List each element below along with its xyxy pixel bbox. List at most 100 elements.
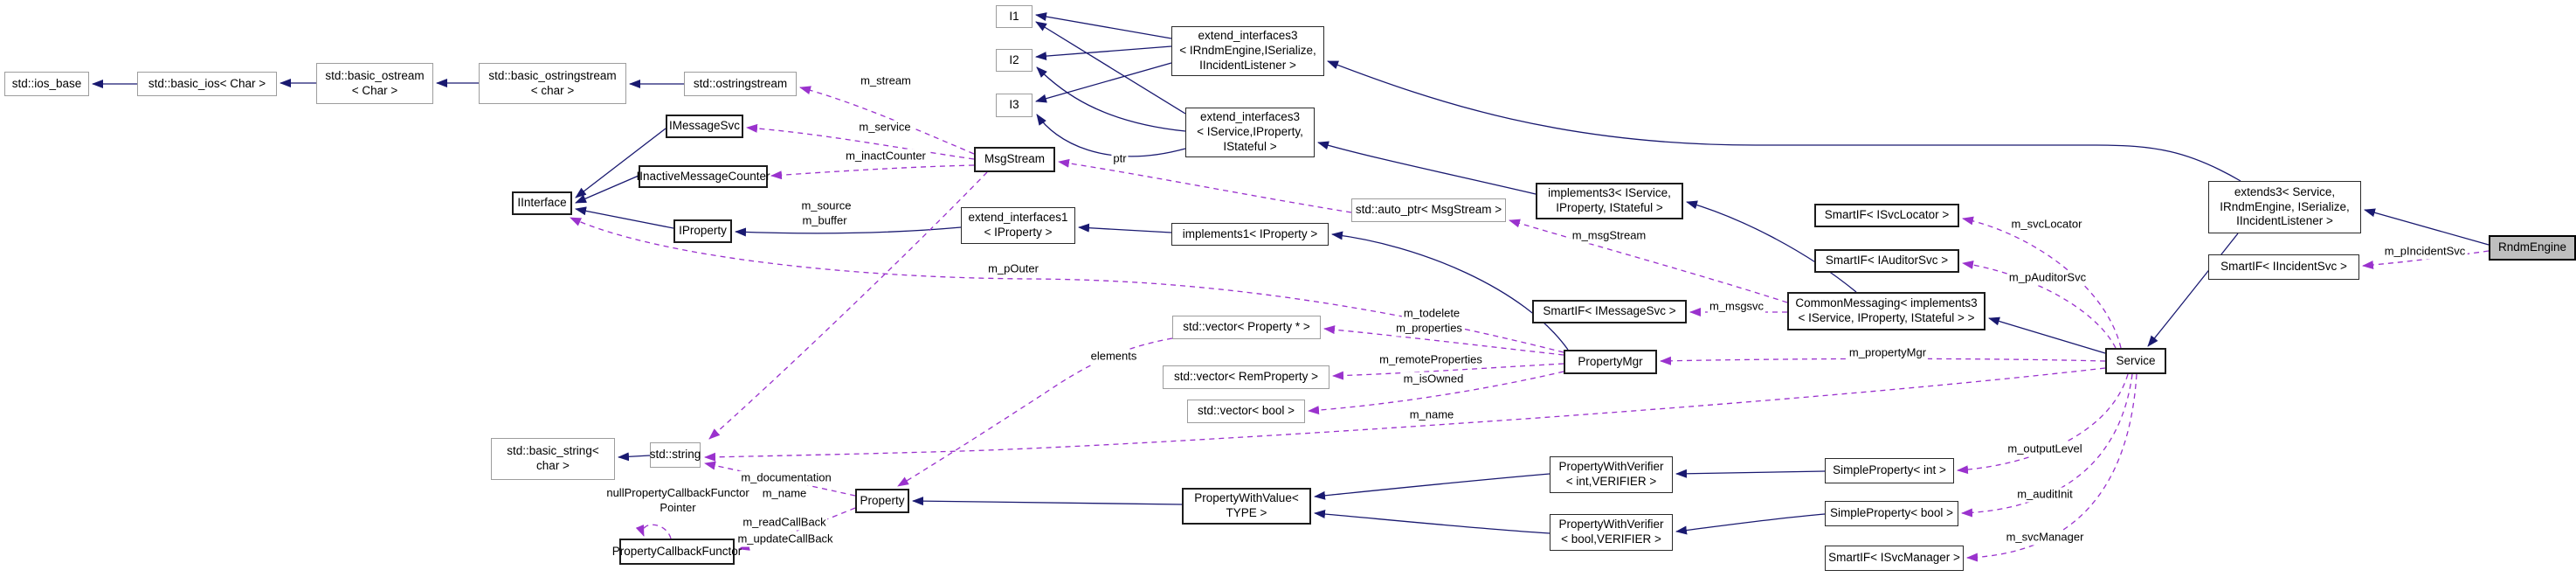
edge-propertymgr-to-implements1 [1331,231,1569,351]
edge-label-line: m_remoteProperties [1379,352,1482,366]
edge-label-line: m_updateCallBack [737,532,833,546]
edge-label-m-source: m_source [799,198,853,214]
edge-msgstream-to-iinactive [770,164,975,180]
edge-label-line: m_name [762,486,807,500]
edge-simpleproperty-int-to-pwv-int [1675,469,1826,478]
edge-iproperty-to-iinterface [575,206,674,229]
node-label-line: PropertyWithVerifier [1558,518,1664,532]
node-propertywithvalue[interactable]: PropertyWithValue<TYPE > [1182,488,1311,525]
node-label-line: MsgStream [984,152,1046,166]
node-service[interactable]: Service [2105,348,2166,374]
node-std-string: std::string [650,442,701,468]
node-label-line: I2 [1009,52,1019,66]
edge-label-line: m_buffer [802,213,847,227]
node-label-line: std::basic_ostringstream [488,68,617,82]
edge-label-line: m_svcManager [2006,530,2084,544]
node-label-line: < IService,IProperty, [1197,125,1303,139]
node-smartif-imessagesvc[interactable]: SmartIF< IMessageSvc > [1532,300,1687,323]
node-label-line: extend_interfaces1 [968,211,1068,225]
edge-rndmengine-to-smartif-iincidentsvc [2362,250,2490,269]
edge-pwv-int-to-propertywithvalue [1314,473,1550,500]
node-label-line: std::vector< bool > [1197,404,1295,418]
node-extends3[interactable]: extends3< Service,IRndmEngine, ISerializ… [2208,181,2361,233]
edge-label-m-documentation: m_documentation [739,470,833,486]
edge-label-m-service: m_service [857,120,913,136]
node-iinterface[interactable]: IInterface [512,191,572,215]
edge-service-to-commonmessaging [1988,316,2106,354]
edge-ext3svc-to-i1 [1035,21,1186,115]
node-label-line: std::ios_base [11,76,82,90]
node-propertywithverifier-int[interactable]: PropertyWithVerifier< int,VERIFIER > [1550,456,1673,493]
edge-simpleproperty-bool-to-pwv-bool [1675,513,1826,535]
edge-ext3rndm-to-i1 [1035,12,1172,39]
node-iinactivemessagecounter[interactable]: IInactiveMessageCounter [636,165,770,188]
edge-ext3svc-to-i2 [1036,66,1186,132]
node-iproperty[interactable]: IProperty [673,219,732,243]
node-smartif-iincidentsvc[interactable]: SmartIF< IIncidentSvc > [2208,254,2359,280]
edge-service-to-smartif-isvclocator [1962,216,2122,349]
node-commonmessaging[interactable]: CommonMessaging< implements3< IService, … [1787,292,1986,330]
node-i1: I1 [996,5,1032,28]
node-label-line: extend_interfaces3 [1199,110,1301,124]
edge-propertymgr-to-vector-remproperty [1332,363,1564,380]
edge-label-line: elements [1090,349,1137,363]
node-label-line: SmartIF< IIncidentSvc > [2220,260,2347,274]
node-label-line: IStateful > [1223,139,1277,153]
node-label-line: PropertyWithValue< [1194,491,1299,505]
edge-msgstream-to-string [708,171,988,440]
node-label-line: IProperty [679,224,727,238]
node-extend-interfaces3-svc[interactable]: extend_interfaces3< IService,IProperty,I… [1185,108,1315,157]
node-smartif-isvcmanager[interactable]: SmartIF< ISvcManager > [1825,546,1964,571]
edge-label-m-msgsvc: m_msgsvc [1707,299,1766,315]
node-msgstream[interactable]: MsgStream [974,147,1055,172]
node-label-line: TYPE > [1226,506,1267,519]
edge-label-line: m_auditInit [2017,487,2073,501]
edge-label-ptr: ptr [1111,151,1129,167]
edge-label-m-pouter: m_pOuter [986,261,1040,277]
edge-label-elements: elements [1088,349,1139,365]
edge-label-m-svclocator: m_svcLocator [2009,217,2084,233]
edge-label-line: m_stream [860,73,911,87]
node-std-vector-remproperty: std::vector< RemProperty > [1163,365,1329,389]
edge-service-to-smartif-isvcmanager [1966,373,2137,562]
node-imessagesvc[interactable]: IMessageSvc [666,115,743,138]
node-propertymgr[interactable]: PropertyMgr [1564,350,1657,374]
node-smartif-isvclocator[interactable]: SmartIF< ISvcLocator > [1814,204,1959,227]
node-simpleproperty-int[interactable]: SimpleProperty< int > [1825,458,1954,483]
edge-label-m-name-service: m_name [1407,407,1456,423]
node-simpleproperty-bool[interactable]: SimpleProperty< bool > [1825,501,1958,526]
node-label-line: std::vector< Property * > [1183,320,1310,334]
node-std-ios-base: std::ios_base [4,72,89,96]
edge-string-to-basic-string [618,452,651,462]
node-std-basic-ios: std::basic_ios< Char > [137,72,277,96]
node-property[interactable]: Property [855,489,909,513]
edge-label-line: nullPropertyCallbackFunctor [606,486,749,500]
node-label-line: < IRndmEngine,ISerialize, [1179,44,1316,58]
edge-label-m-pauditorsvc: m_pAuditorSvc [2006,270,2089,286]
node-smartif-iauditorsvc[interactable]: SmartIF< IAuditorSvc > [1814,249,1959,273]
edge-propertymgr-to-iinterface [570,217,1564,353]
edge-label-line: m_msgStream [1571,228,1647,242]
edge-commonmessaging-to-autoptr [1509,219,1788,303]
edge-label-m-properties: m_properties [1394,321,1464,337]
node-extend-interfaces1[interactable]: extend_interfaces1< IProperty > [961,207,1075,244]
node-implements3[interactable]: implements3< IService,IProperty, IStatef… [1536,183,1683,219]
edge-propertywithvalue-to-property [912,497,1183,506]
edge-property-to-string [704,461,856,497]
edge-label-line: m_name [1409,407,1454,421]
node-i2: I2 [996,49,1032,72]
edge-ext3rndm-to-i3 [1035,62,1172,103]
edge-label-line: m_propertyMgr [1848,345,1927,359]
edge-iinactive-to-iinterface [575,175,639,204]
node-propertycallbackfunctor[interactable]: PropertyCallbackFunctor [612,539,742,565]
node-std-basic-ostringstream: std::basic_ostringstream< char > [479,63,626,104]
edge-implements1-to-extend-interfaces1 [1078,223,1172,233]
node-implements1[interactable]: implements1< IProperty > [1171,223,1329,246]
node-label-line: std::vector< RemProperty > [1173,370,1319,384]
edge-label-line: m_source [801,198,852,212]
node-propertywithverifier-bool[interactable]: PropertyWithVerifier< bool,VERIFIER > [1550,514,1673,551]
node-extend-interfaces3-rndm[interactable]: extend_interfaces3< IRndmEngine,ISeriali… [1171,26,1324,76]
node-label-line: IInterface [517,196,567,210]
